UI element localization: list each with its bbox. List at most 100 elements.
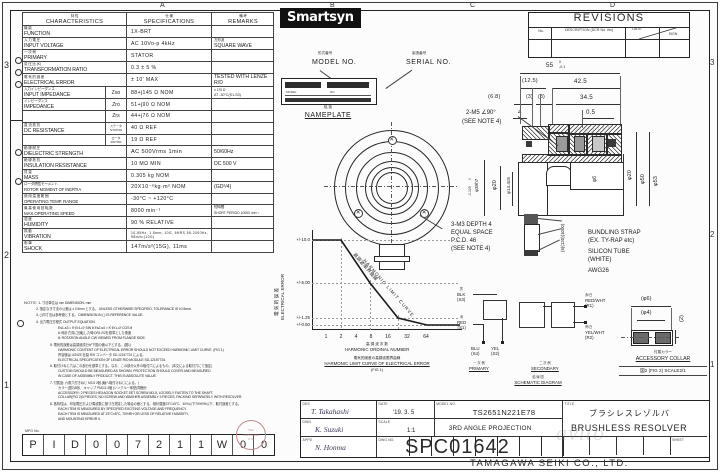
mount-hole-note-4: (SEE NOTE 4) [451, 246, 491, 252]
dim-20-left: φ20 [492, 180, 498, 190]
mfg-char: 0 [107, 435, 128, 455]
silicon-tube-label-2: (WHITE) [588, 257, 612, 263]
bundling-strap-label: BUNDLING STRAP [588, 230, 641, 236]
chart-xtick: 64 [423, 334, 429, 340]
mount-hole: ✕ [387, 136, 397, 145]
collar-dim-4: (φ4) [641, 310, 652, 316]
title-en: BRUSHLESS RESOLVER [571, 423, 688, 433]
date-label: DATE [378, 401, 388, 406]
signature-column: DES T. Takahashi DWN K. Suzuki APPD N. H… [301, 401, 377, 457]
dwg-no-row: DWG NO. SPC01642 [377, 436, 562, 458]
mfg-char: D [65, 435, 86, 455]
zone-label-left-3: 3 [4, 60, 10, 70]
zone-label-right-3: 3 [710, 58, 715, 67]
chart-fig-label: (FIG 1) [370, 368, 384, 372]
dim-345: 34.5 [580, 94, 593, 101]
mfg-char: 1 [191, 435, 212, 455]
dwn-row: DWN K. Suzuki [301, 419, 376, 437]
dwg-label: DWG NO. [378, 437, 395, 442]
dim-39h7-tol-up: 0 [468, 178, 472, 180]
company-name: TAMAGAWA SEIKI CO., LTD. [470, 458, 629, 469]
primary-label: 一 次 側 PRIMARY [469, 361, 489, 371]
lead-yel-wht: 黄/白 YEL/WHT (R2) [585, 325, 605, 341]
model-no-label: MODEL NO. [312, 59, 357, 66]
lead-blu: BLU (S4) [471, 346, 480, 357]
rev-col-description: DESCRIPTION (DCR No. etc) [564, 28, 614, 32]
mount-hole-note-2: EQUAL SPACE [451, 230, 493, 236]
mfg-char: 1 [170, 435, 191, 455]
mfg-number-label: MFG No. [25, 429, 40, 433]
dim-50: φ50 [640, 174, 646, 184]
chart-xtick: 4 [354, 334, 358, 340]
projection-value: 3RD ANGLE PROJECTION [448, 425, 532, 432]
col-header-remarks: 備 考 REMARKS [211, 12, 274, 26]
zone-label-c: C [470, 2, 476, 9]
zone-label-b: B [330, 2, 335, 9]
screw-note: 2-M5 ∠90° [466, 110, 496, 116]
zone-label-d: D [610, 2, 616, 9]
dim-overall-tol-dn: -0.1 [559, 65, 566, 69]
collar-dim-6: (φ6) [641, 296, 652, 302]
dwn-label: DWN [302, 419, 311, 424]
chart-xtick: 1 [324, 334, 328, 340]
chart-x-axis [312, 329, 462, 331]
dwn-value: K. Suzuki [315, 425, 344, 434]
flange-circle-4 [365, 161, 419, 215]
cross-section-view: 55 0 -0.1 (12.5) 42.5 (6.8) (3) (8) 34.5… [462, 60, 718, 292]
dim-425: 42.5 [574, 78, 587, 85]
dim-3: (3) [526, 94, 533, 100]
mfg-char: W [212, 435, 233, 455]
col-header-specifications-jp: 仕 様 [165, 13, 173, 18]
chart-xtick: 2 [339, 334, 343, 340]
revision-marker-icon [15, 57, 22, 64]
revision-marker-icon [15, 69, 22, 76]
lead-yel: YEL (S2) [491, 346, 500, 357]
nameplate-caption: NAMEPLATE [304, 112, 352, 119]
dim-144: φ14.4c8 [506, 177, 511, 194]
notes-title: NOTE [24, 300, 37, 305]
chart-ylabel: ELECTRICAL ERROR [280, 273, 285, 320]
secondary-label: 二 次 側 SECONDARY [531, 361, 559, 371]
specifications-table: 特 性 CHARACTERISTICS 仕 様 SPECIFICATIONS 備… [22, 12, 274, 253]
accessory-collar-view: (φ6) (φ4) (2) 付属カラー ACCESSORY COLLAR 図2 … [617, 296, 709, 388]
nameplate-model-label: MODEL [286, 90, 297, 94]
model-row: MODEL NO. TS2651N221E78 [434, 401, 562, 419]
awg-label: AWG26 [588, 268, 609, 274]
dim-20-right: φ20 [627, 170, 633, 180]
dim-05: 0.5 [586, 109, 596, 116]
mount-hole: ✕ [354, 209, 363, 218]
col-header-characteristics: 特 性 CHARACTERISTICS [22, 12, 127, 26]
nameplate-caption-jp: 銘 板 [323, 105, 333, 109]
dim-39h7-tol-dn: -0.025 [468, 186, 472, 196]
nameplate-no-label: NO. [330, 90, 336, 94]
schematic-diagram: 黒 BLK (S3) 赤 RED (S1) BLU (S4) YEL (S2) … [455, 286, 655, 390]
chart-xlabel: HARMONIC ORDINAL NUMBER [344, 347, 410, 352]
scale-value: 1:1 [407, 428, 416, 434]
dim-8: (8) [538, 94, 545, 100]
scale-label: SCALE [378, 419, 391, 424]
dim-125: (12.5) [522, 78, 538, 84]
col-header-specifications: 仕 様 SPECIFICATIONS [126, 12, 212, 26]
serial-no-label-jp: 製造番号 [412, 51, 427, 55]
sheet-row: SHEET [563, 437, 707, 455]
dim-68: (6.8) [488, 94, 501, 100]
dim-4: 4 [518, 109, 522, 116]
notes-block: NOTE: 1. 寸法単位は mm DIMENSION: mm 2. 指定なき寸… [17, 300, 292, 421]
revisions-title: REVISIONS [573, 12, 645, 24]
mount-hole-note-3: P.C.D. 46 [451, 238, 477, 244]
lead-blk: 黒 BLK (S3) [457, 287, 466, 303]
chart-ytick: +/-5.00 [296, 280, 310, 285]
front-view: ✕ ✕ ✕ [316, 122, 466, 270]
